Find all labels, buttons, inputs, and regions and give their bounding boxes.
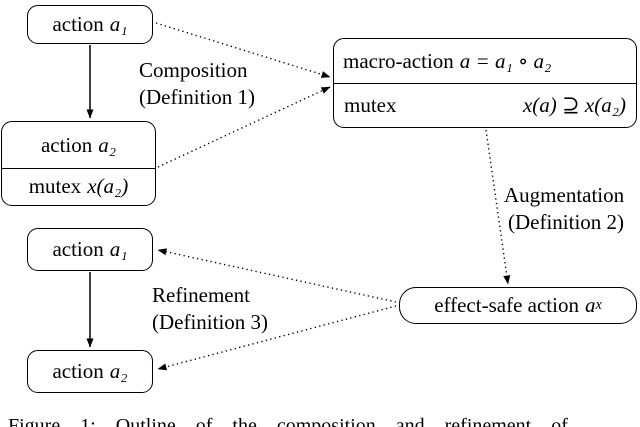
node-label: mutex (344, 92, 397, 117)
node-label: macro-action (343, 48, 454, 73)
label-line2: (Definition 3) (152, 310, 269, 334)
node-label: mutex (28, 174, 82, 198)
node-label: effect-safe action (434, 293, 579, 317)
math-var: a₂ (109, 359, 128, 383)
label-line1: Augmentation (504, 183, 625, 207)
label-composition: Composition (Definition 1) (139, 57, 255, 111)
label-line1: Refinement (152, 283, 250, 307)
node-label: action (40, 132, 93, 157)
math-var: a₁ (109, 237, 128, 261)
edge-composition-from-a1 (155, 22, 331, 78)
figure-caption: Figure 1: Outline of the composition and… (8, 415, 568, 427)
edge-augmentation (485, 129, 511, 285)
math-var: a₂ (98, 132, 117, 157)
math-expr: x(a₂) (87, 174, 129, 198)
label-line1: Composition (139, 58, 248, 82)
math-var: a₁ (109, 12, 128, 36)
edge-refinement-to-a1 (157, 248, 397, 303)
math-superscript: x (595, 297, 602, 313)
math-var: a (584, 293, 596, 317)
node-label: action (52, 12, 104, 36)
label-refinement: Refinement (Definition 3) (152, 282, 268, 336)
node-label: action (52, 237, 104, 261)
math-expr: x(a) ⊇ x(a₂) (522, 92, 626, 117)
node-label: action (52, 359, 104, 383)
label-line2: (Definition 2) (508, 210, 625, 234)
label-augmentation: Augmentation (Definition 2) (504, 182, 624, 236)
label-line2: (Definition 1) (139, 85, 256, 109)
math-expr: a = a₁ ∘ a₂ (459, 48, 552, 73)
